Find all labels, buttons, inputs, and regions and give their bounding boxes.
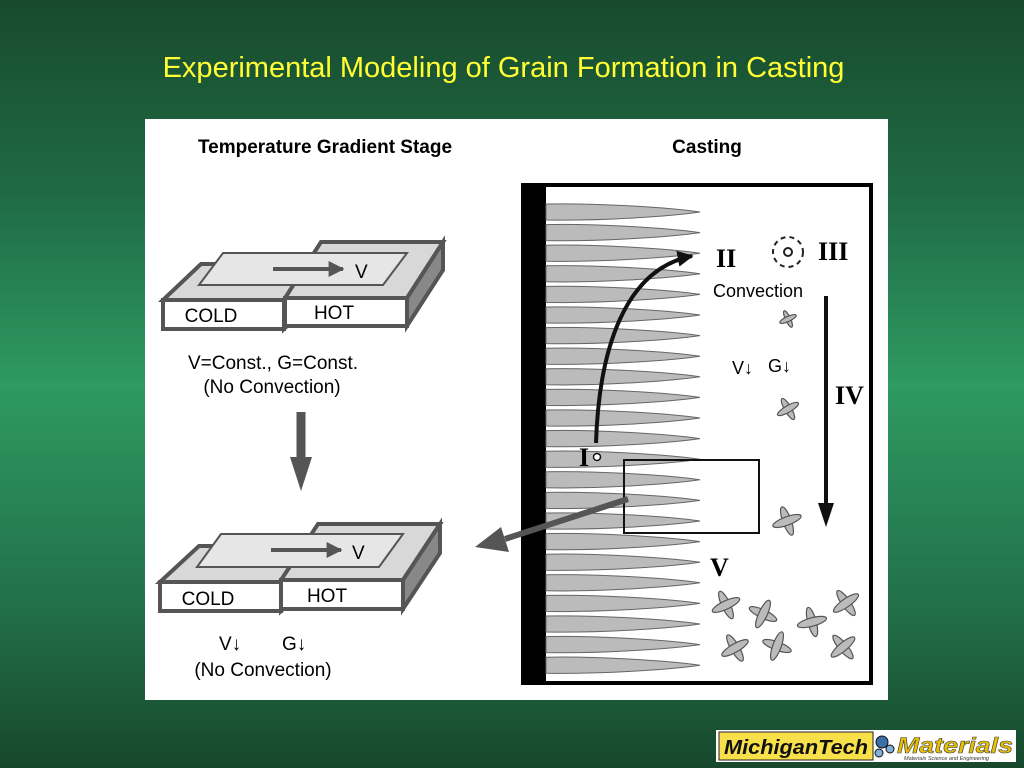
velocity-label-bottom: V	[352, 543, 365, 564]
columnar-dendrite	[545, 244, 701, 262]
columnar-dendrite	[545, 203, 701, 221]
hot-label-bottom: HOT	[307, 586, 348, 607]
casting-mold	[521, 183, 873, 685]
atom-icon	[874, 735, 895, 758]
equiaxed-grain	[779, 310, 797, 328]
region-2-label: II	[716, 244, 736, 273]
equiaxed-grain	[796, 606, 828, 638]
diagram-figure: Temperature Gradient Stage Casting V COL…	[145, 119, 888, 700]
columnar-dendrite	[545, 223, 701, 242]
convection-label: Convection	[713, 281, 803, 301]
stage-bottom: V COLD HOT V↓ G↓ (No Convection)	[154, 517, 444, 681]
region-5-label: V	[710, 553, 729, 582]
condition-line1-top: V=Const., G=Const.	[188, 353, 358, 374]
columnar-dendrite	[545, 553, 701, 571]
sample-region-box	[623, 459, 760, 534]
cold-label-bottom: COLD	[182, 589, 235, 610]
convection-arrow	[594, 250, 694, 444]
columnar-dendrite	[545, 656, 701, 674]
region-3-nucleus	[772, 236, 804, 268]
region-1-label: I	[579, 443, 589, 472]
region-3-label: III	[818, 237, 848, 266]
equiaxed-grain	[762, 631, 792, 661]
left-heading: Temperature Gradient Stage	[198, 137, 452, 158]
columnar-dendrite	[545, 347, 701, 365]
equiaxed-grains	[711, 310, 860, 662]
v-label-bottom: V↓	[219, 634, 241, 655]
stage-top: V COLD HOT V=Const., G=Const. (No Convec…	[157, 235, 447, 398]
condition-line2-bottom: (No Convection)	[194, 660, 331, 681]
equiaxed-grain	[830, 634, 856, 660]
columnar-dendrite	[545, 532, 701, 551]
equiaxed-grain	[711, 590, 741, 620]
sample-to-stage-arrow	[475, 496, 629, 552]
columnar-dendrite	[545, 574, 701, 592]
nucleus-dot	[592, 452, 602, 462]
michigan-tech-materials-logo: MichiganTech Materials Materials Science…	[716, 730, 1016, 762]
logo-subtitle: Materials Science and Engineering	[904, 756, 990, 762]
logo-right-text: Materials	[897, 733, 1013, 758]
stage-transition-arrow	[290, 412, 312, 491]
casting-v-label: V↓	[732, 358, 753, 378]
slide-title: Experimental Modeling of Grain Formation…	[162, 52, 845, 84]
equiaxed-grain	[832, 589, 860, 617]
region-4-label: IV	[835, 381, 864, 410]
equiaxed-grain	[748, 599, 778, 629]
columnar-dendrite	[545, 265, 701, 283]
casting-g-label: G↓	[768, 356, 791, 376]
cold-label-top: COLD	[185, 306, 238, 327]
hot-label-top: HOT	[314, 303, 355, 324]
right-heading: Casting	[672, 137, 742, 158]
columnar-dendrite	[545, 615, 701, 633]
sedimentation-arrow	[818, 296, 834, 527]
equiaxed-grain	[776, 397, 800, 421]
equiaxed-grain	[721, 634, 749, 662]
columnar-dendrite	[545, 388, 701, 407]
g-label-bottom: G↓	[282, 634, 306, 655]
velocity-label-top: V	[355, 262, 368, 283]
columnar-dendrite	[545, 285, 701, 304]
columnar-dendrite	[545, 326, 701, 345]
columnar-dendrites	[545, 203, 701, 674]
equiaxed-grain	[772, 506, 802, 536]
condition-line2-top: (No Convection)	[203, 377, 340, 398]
columnar-dendrite	[545, 368, 701, 386]
logo-left-text: MichiganTech	[724, 737, 868, 759]
columnar-dendrite	[545, 594, 701, 613]
chill-wall	[521, 183, 546, 685]
columnar-dendrite	[545, 635, 701, 654]
